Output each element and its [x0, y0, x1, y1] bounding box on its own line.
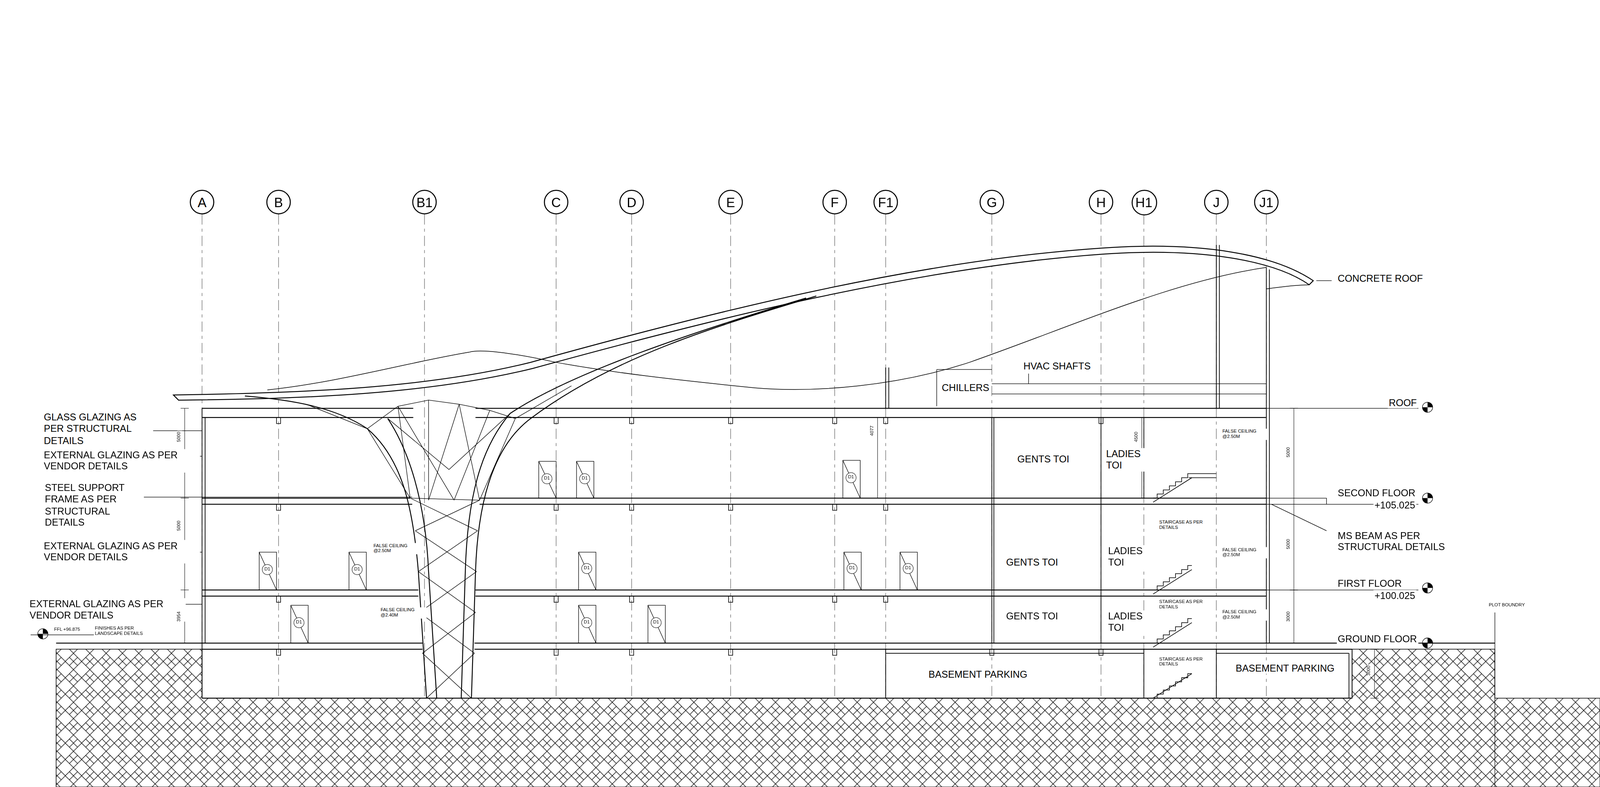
dimension: 4077 — [870, 424, 875, 437]
dimension: 5000 — [177, 430, 182, 443]
grid-bubble: D — [619, 190, 644, 215]
grid-label: E — [726, 195, 736, 209]
grid-label: G — [986, 195, 997, 209]
concrete-roof-shell — [173, 246, 1313, 400]
grid-bubble: H — [1088, 190, 1114, 215]
grid-label: B1 — [416, 195, 433, 209]
callout-text: STEEL SUPPORT FRAME AS PER STRUCTURAL DE… — [44, 481, 144, 529]
dimension: 5000 — [177, 519, 182, 532]
callout-text: EXTERNAL GLAZING AS PER VENDOR DETAILS — [42, 539, 200, 564]
level-value: FFL +96.875 — [53, 626, 82, 633]
note-text: STAIRCASE AS PER DETAILS — [1158, 656, 1214, 668]
grid-label: A — [197, 195, 207, 209]
grid-bubble: B — [266, 190, 291, 215]
callout-text: PLOT BOUNDRY — [1487, 602, 1526, 608]
grid-bubble: F1 — [873, 190, 898, 215]
tree-column-lattice — [306, 385, 572, 699]
floor-slabs — [56, 408, 1496, 699]
level-markers — [37, 402, 1433, 648]
level-name: ROOF — [1387, 397, 1418, 409]
callout-text: EXTERNAL GLAZING AS PER VENDOR DETAILS — [42, 448, 200, 473]
room-name: BASEMENT PARKING — [1234, 662, 1336, 675]
grid-bubble: B1 — [412, 190, 437, 215]
note-text: FALSE CEILING @2.50M — [1221, 609, 1269, 621]
grid-lines — [202, 214, 1267, 699]
level-name: FIRST FLOOR — [1336, 577, 1403, 590]
dimension: 3000 — [1367, 664, 1372, 677]
dimension: 4500 — [1134, 430, 1139, 443]
room-name: LADIES TOI — [1107, 545, 1154, 569]
grid-label: H — [1096, 195, 1106, 209]
door-tag: D1 — [582, 566, 591, 571]
note-text: FALSE CEILING @2.50M — [1221, 428, 1269, 440]
grid-label: F — [830, 195, 839, 209]
earth-hatch — [56, 649, 1600, 787]
grid-bubble: H1 — [1131, 189, 1157, 215]
callout-text: MS BEAM AS PER STRUCTURAL DETAILS — [1336, 529, 1463, 553]
grid-label: B — [274, 195, 283, 209]
door-tag: D1 — [580, 476, 589, 481]
note-text: FALSE CEILING @2.50M — [372, 543, 420, 555]
callout-text: FINISHES AS PER LANDSCAPE DETAILS — [93, 625, 155, 637]
door-tag: D1 — [848, 566, 856, 571]
grid-bubble: G — [979, 190, 1004, 215]
leader-lines — [30, 280, 1495, 787]
room-name: LADIES TOI — [1104, 448, 1152, 472]
doors — [259, 460, 918, 644]
grid-label: C — [551, 195, 562, 209]
grid-bubble: J1 — [1254, 190, 1279, 215]
grid-label: F1 — [877, 195, 894, 209]
door-tag: D1 — [353, 567, 361, 572]
door-tag: D1 — [651, 620, 660, 625]
level-value: +105.025 — [1373, 499, 1417, 511]
door-tag: D1 — [295, 620, 303, 625]
hvac-chiller-lines — [936, 369, 1267, 407]
room-name: GENTS TOI — [1005, 610, 1059, 623]
level-name: SECOND FLOOR — [1336, 486, 1417, 499]
grid-label: J1 — [1259, 195, 1273, 209]
grid-bubble: C — [543, 190, 569, 215]
note-text: STAIRCASE AS PER DETAILS — [1158, 598, 1214, 610]
callout-text: GLASS GLAZING AS PER STRUCTURAL DETAILS — [42, 411, 153, 447]
dimension: 3954 — [177, 610, 182, 623]
door-tag: D1 — [582, 620, 591, 625]
level-marker-rings — [37, 402, 1433, 648]
callout-text: HVAC SHAFTS — [1022, 360, 1092, 373]
dimension: 3000 — [1286, 610, 1291, 623]
note-text: FALSE CEILING @2.50M — [1221, 547, 1269, 559]
staircases — [1153, 473, 1217, 699]
level-name: GROUND FLOOR — [1336, 632, 1418, 645]
grid-label: J — [1213, 195, 1220, 209]
door-tag: D1 — [543, 476, 551, 481]
note-text: FALSE CEILING @2.40M — [379, 607, 427, 619]
roof-underside — [267, 267, 1310, 390]
dimension-lines — [180, 408, 1379, 699]
beam-downstands — [276, 417, 1103, 656]
level-value: +100.025 — [1373, 590, 1417, 602]
callout-text: CHILLERS — [940, 381, 991, 394]
dimension: 5000 — [1286, 446, 1291, 459]
grid-bubble: E — [718, 190, 743, 215]
room-name: GENTS TOI — [1016, 453, 1071, 465]
grid-bubble: A — [189, 190, 215, 215]
grid-label: H1 — [1135, 195, 1153, 209]
note-text: STAIRCASE AS PER DETAILS — [1158, 519, 1214, 531]
grid-label: D — [626, 195, 637, 209]
walls — [202, 245, 1353, 699]
room-name: LADIES TOI — [1107, 610, 1154, 634]
grid-bubble: J — [1204, 190, 1229, 215]
door-tag-circles — [262, 472, 914, 628]
door-tag: D1 — [263, 567, 272, 572]
door-tag: D1 — [846, 475, 855, 480]
dimension: 5000 — [1286, 537, 1291, 551]
room-name: GENTS TOI — [1005, 556, 1059, 568]
room-name: BASEMENT PARKING — [927, 668, 1029, 681]
callout-text: CONCRETE ROOF — [1336, 272, 1424, 285]
door-tag: D1 — [904, 566, 913, 571]
callout-text: EXTERNAL GLAZING AS PER VENDOR DETAILS — [28, 598, 186, 622]
grid-bubble: F — [822, 190, 847, 215]
